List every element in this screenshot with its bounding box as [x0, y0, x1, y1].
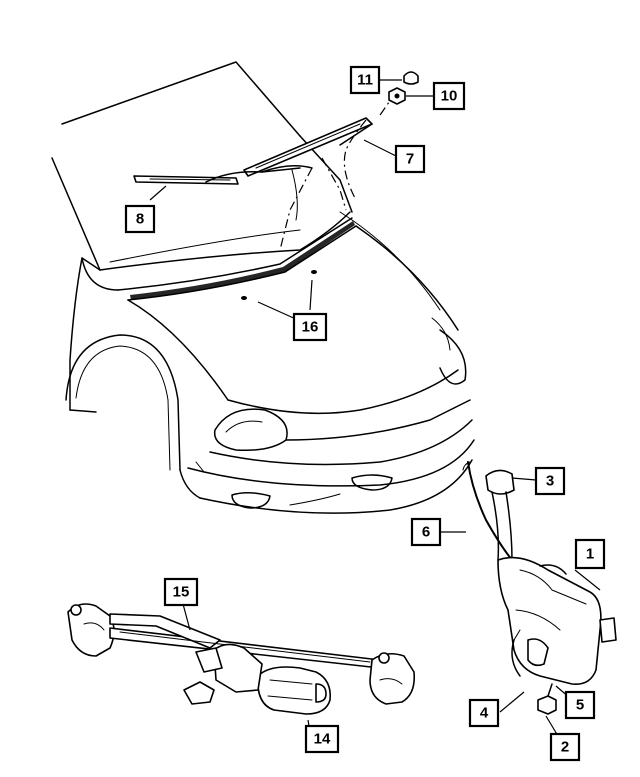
washer-nozzle [241, 296, 247, 300]
callout-8: 8 [124, 204, 156, 234]
reservoir-filler-cap [485, 469, 515, 495]
washer-reservoir-assembly [462, 461, 617, 715]
callout-label: 5 [576, 697, 584, 714]
callout-3: 3 [534, 466, 566, 496]
leader-lines [149, 79, 601, 737]
callout-14: 14 [304, 724, 340, 754]
callout-5: 5 [564, 690, 596, 720]
cowl-grille [130, 221, 355, 300]
wiper-linkage-motor [67, 603, 416, 715]
headlamp [213, 408, 288, 452]
washer-hose [467, 461, 513, 561]
callout-label: 2 [561, 739, 569, 756]
washer-nozzle [311, 270, 317, 274]
callout-label: 11 [357, 72, 373, 89]
callout-1: 1 [574, 538, 606, 570]
callout-label: 7 [406, 151, 414, 168]
callout-label: 1 [586, 546, 594, 563]
callout-4: 4 [468, 698, 500, 728]
wiper-motor [257, 666, 332, 715]
callout-15: 15 [163, 577, 199, 607]
car-body-illustration [51, 61, 475, 514]
callout-label: 6 [422, 524, 430, 541]
reservoir-bolt [537, 695, 557, 715]
wiper-blade-left [133, 175, 239, 185]
callout-label: 16 [302, 319, 319, 336]
callout-label: 8 [136, 211, 144, 228]
pivot-cap [403, 71, 419, 85]
callout-label: 14 [314, 731, 331, 748]
callout-label: 3 [546, 473, 554, 490]
callout-label: 10 [441, 88, 458, 105]
wiper-blade-assemblies [133, 71, 419, 251]
callout-7: 7 [394, 144, 426, 174]
callout-label: 4 [480, 705, 489, 722]
callout-10: 10 [432, 81, 466, 111]
callout-label: 15 [173, 584, 190, 601]
callout-6: 6 [410, 517, 442, 547]
callout-11: 11 [349, 65, 381, 95]
callout-16: 16 [292, 312, 328, 342]
reservoir-tank [497, 556, 602, 686]
callout-2: 2 [549, 732, 581, 762]
